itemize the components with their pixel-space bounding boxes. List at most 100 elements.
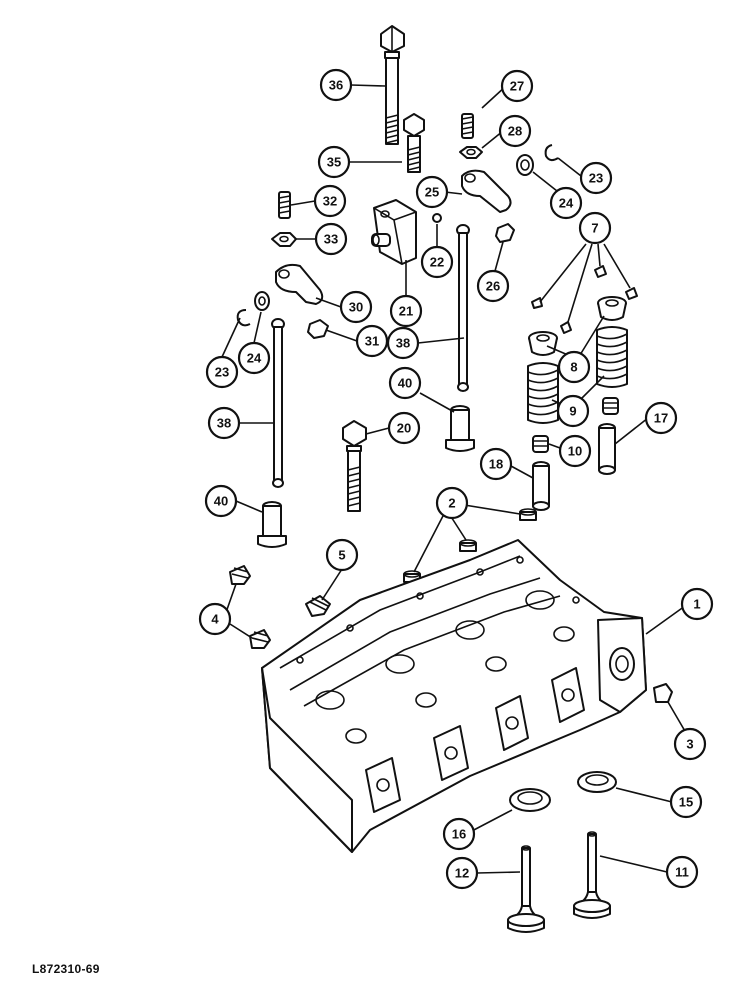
part-4-plugs — [229, 565, 271, 649]
part-17-valve-guide — [598, 423, 616, 475]
svg-text:7: 7 — [591, 221, 598, 236]
svg-text:20: 20 — [397, 421, 411, 436]
part-40-tappet-left — [257, 501, 287, 548]
callout-27: 27 — [500, 69, 534, 103]
svg-text:1: 1 — [693, 597, 700, 612]
callout-23-upper: 23 — [579, 161, 613, 195]
svg-text:38: 38 — [396, 336, 410, 351]
callout-38-left: 38 — [207, 406, 241, 440]
svg-text:30: 30 — [349, 300, 363, 315]
parts-layer — [229, 25, 673, 933]
svg-text:22: 22 — [430, 255, 444, 270]
drawing-number: L872310-69 — [32, 962, 100, 976]
callout-4: 4 — [198, 602, 232, 636]
svg-text:21: 21 — [399, 304, 413, 319]
part-16-valve-seat — [509, 788, 551, 812]
callout-33: 33 — [314, 222, 348, 256]
callout-15: 15 — [669, 785, 703, 819]
callout-26: 26 — [476, 269, 510, 303]
callout-11: 11 — [665, 855, 699, 889]
part-31-adjuster — [307, 319, 329, 339]
svg-text:33: 33 — [324, 232, 338, 247]
part-1-cylinder-head — [261, 539, 647, 853]
callout-2: 2 — [435, 486, 469, 520]
part-35-bolt — [403, 113, 425, 173]
svg-text:28: 28 — [508, 124, 522, 139]
part-30-rocker-arm — [275, 263, 324, 305]
svg-text:5: 5 — [338, 548, 345, 563]
svg-text:32: 32 — [323, 194, 337, 209]
part-22-ball — [432, 213, 442, 223]
callout-23-left: 23 — [205, 355, 239, 389]
callout-38-right: 38 — [386, 326, 420, 360]
callout-40-left: 40 — [204, 484, 238, 518]
part-25-rocker-arm — [461, 169, 512, 213]
callout-5: 5 — [325, 538, 359, 572]
part-11-valve — [573, 831, 611, 919]
part-38-push-rod-left — [271, 318, 285, 488]
callout-9: 9 — [556, 394, 590, 428]
part-36-head-bolt — [380, 25, 405, 145]
part-20-head-bolt — [342, 420, 367, 512]
svg-text:24: 24 — [247, 351, 262, 366]
part-24-washer-left — [254, 291, 270, 311]
part-28-nut — [459, 146, 483, 159]
callout-21: 21 — [389, 294, 423, 328]
svg-text:12: 12 — [455, 866, 469, 881]
svg-text:27: 27 — [510, 79, 524, 94]
callout-18: 18 — [479, 447, 513, 481]
part-23-snap-ring-upper — [544, 144, 559, 162]
callout-7: 7 — [578, 211, 612, 245]
svg-text:16: 16 — [452, 827, 466, 842]
svg-text:2: 2 — [448, 496, 455, 511]
callout-24-upper: 24 — [549, 186, 583, 220]
svg-text:36: 36 — [329, 78, 343, 93]
svg-text:17: 17 — [654, 411, 668, 426]
svg-text:25: 25 — [425, 185, 439, 200]
callout-24-left: 24 — [237, 341, 271, 375]
part-5-plug — [305, 595, 331, 617]
svg-text:35: 35 — [327, 155, 341, 170]
callout-22: 22 — [420, 245, 454, 279]
callout-3: 3 — [673, 727, 707, 761]
svg-text:24: 24 — [559, 196, 574, 211]
callout-16: 16 — [442, 817, 476, 851]
svg-text:11: 11 — [675, 865, 689, 880]
part-26-adjuster — [495, 223, 515, 243]
callouts-layer: 36 27 28 23 35 25 24 32 — [198, 68, 714, 890]
svg-text:23: 23 — [215, 365, 229, 380]
part-18-valve-guide — [532, 461, 550, 511]
part-32-screw — [278, 191, 291, 219]
part-8-spring-retainers — [528, 296, 627, 356]
part-9-valve-springs — [527, 326, 628, 424]
svg-text:4: 4 — [211, 612, 219, 627]
callout-31: 31 — [355, 324, 389, 358]
svg-text:18: 18 — [489, 457, 503, 472]
callout-8: 8 — [557, 350, 591, 384]
part-38-push-rod-right — [456, 224, 470, 392]
callout-20: 20 — [387, 411, 421, 445]
callout-35: 35 — [317, 145, 351, 179]
callout-28: 28 — [498, 114, 532, 148]
part-23-snap-ring-left — [236, 309, 251, 327]
svg-text:26: 26 — [486, 279, 500, 294]
part-15-valve-seat — [577, 771, 617, 793]
svg-text:31: 31 — [365, 334, 379, 349]
svg-text:23: 23 — [589, 171, 603, 186]
svg-text:10: 10 — [568, 444, 582, 459]
svg-text:9: 9 — [569, 404, 576, 419]
part-33-nut — [271, 232, 297, 247]
callout-36: 36 — [319, 68, 353, 102]
svg-text:40: 40 — [398, 376, 412, 391]
part-10-valve-seals — [532, 397, 619, 453]
part-7-collets — [531, 265, 638, 334]
svg-text:15: 15 — [679, 795, 693, 810]
callout-12: 12 — [445, 856, 479, 890]
part-24-washer-upper — [516, 154, 534, 176]
callout-10: 10 — [558, 434, 592, 468]
svg-text:8: 8 — [570, 360, 577, 375]
callout-32: 32 — [313, 184, 347, 218]
svg-text:3: 3 — [686, 737, 693, 752]
callout-30: 30 — [339, 290, 373, 324]
